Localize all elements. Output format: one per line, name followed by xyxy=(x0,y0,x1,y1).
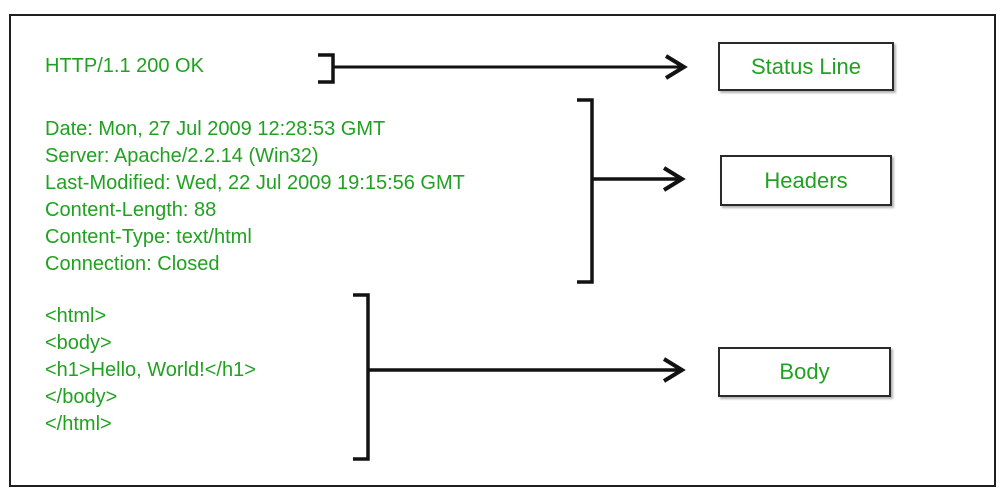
header-line-server: Server: Apache/2.2.14 (Win32) xyxy=(45,145,319,167)
status-line-label-box: Status Line xyxy=(718,42,894,91)
header-line-content-length: Content-Length: 88 xyxy=(45,199,217,221)
headers-label-box: Headers xyxy=(720,155,892,206)
diagram-frame xyxy=(9,14,996,487)
body-label-box: Body xyxy=(718,347,891,397)
header-line-content-type: Content-Type: text/html xyxy=(45,226,252,248)
header-line-date: Date: Mon, 27 Jul 2009 12:28:53 GMT xyxy=(45,118,386,140)
body-line-body-open: <body> xyxy=(45,332,112,354)
body-line-html-open: <html> xyxy=(45,305,107,327)
body-label: Body xyxy=(779,359,830,384)
body-line-html-close: </html> xyxy=(45,413,112,435)
headers-text-block: Date: Mon, 27 Jul 2009 12:28:53 GMT Serv… xyxy=(45,116,465,278)
status-line-label: Status Line xyxy=(750,53,862,79)
status-line-text: HTTP/1.1 200 OK xyxy=(45,55,204,77)
body-line-h1: <h1>Hello, World!</h1> xyxy=(45,359,256,381)
headers-label: Headers xyxy=(764,167,848,193)
body-line-body-close: </body> xyxy=(45,386,118,408)
header-line-last-modified: Last-Modified: Wed, 22 Jul 2009 19:15:56… xyxy=(45,172,465,194)
body-text-block: <html> <body> <h1>Hello, World!</h1> </b… xyxy=(45,303,256,438)
header-line-connection: Connection: Closed xyxy=(45,253,220,275)
